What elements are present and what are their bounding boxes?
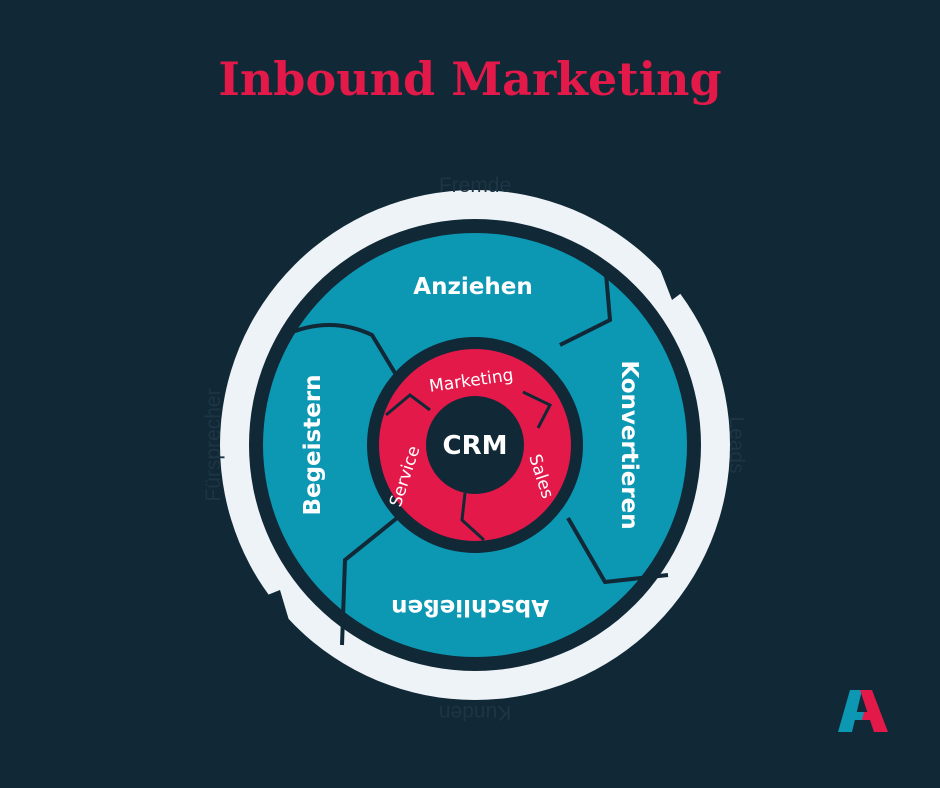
page-title: Inbound Marketing [218,52,722,106]
stage-konvertieren: Konvertieren [616,360,642,529]
crm-ring [379,349,571,542]
stage-anziehen: Anziehen [413,274,532,300]
label-leads: Leads [725,416,748,473]
center-crm: CRM [443,431,508,461]
label-fuersprecher: Fürsprecher [202,388,225,501]
stage-begeistern: Begeistern [300,374,326,515]
brand-logo [838,690,888,732]
stage-abschliessen: Abschließen [391,594,549,620]
label-fremde: Fremde [439,174,511,197]
label-kunden: Kunden [439,701,511,724]
